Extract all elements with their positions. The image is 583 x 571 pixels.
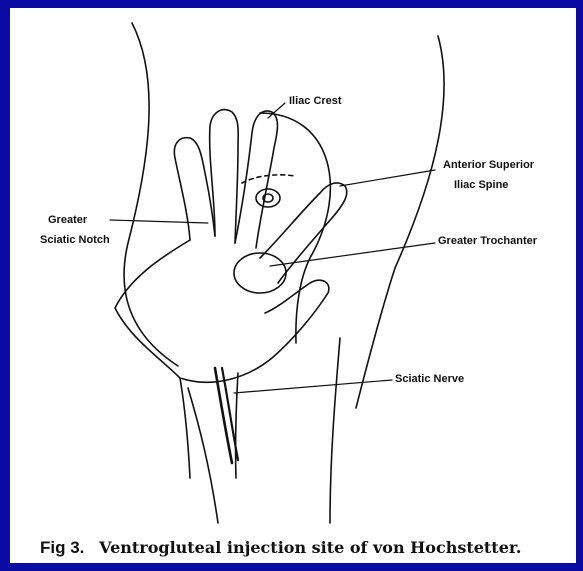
figure-caption: Fig 3. Ventrogluteal injection site of v… xyxy=(40,538,521,558)
label-asis-line1: Anterior Superior xyxy=(443,158,534,172)
hip-curve xyxy=(260,113,330,343)
label-sciatic-nerve: Sciatic Nerve xyxy=(395,372,464,386)
thigh-back xyxy=(330,338,340,523)
label-sciatic-notch-line1: Greater xyxy=(48,213,87,227)
greater-trochanter-shape xyxy=(234,253,286,293)
leader-asis xyxy=(340,170,435,186)
leader-sciatic-nerve xyxy=(234,380,392,393)
wrist xyxy=(180,378,190,478)
asis-knob xyxy=(256,189,280,207)
back-outline xyxy=(356,36,444,408)
caption-text: Ventrogluteal injection site of von Hoch… xyxy=(99,538,521,557)
label-iliac-crest: Iliac Crest xyxy=(289,94,342,108)
label-greater-trochanter: Greater Trochanter xyxy=(438,234,537,248)
hand-ring-finger xyxy=(174,138,215,240)
leader-trochanter xyxy=(270,243,435,266)
wrist-inner xyxy=(236,373,238,478)
label-asis-line2: Iliac Spine xyxy=(454,178,508,192)
torso-outline xyxy=(124,23,178,366)
leader-sciatic-notch xyxy=(110,220,208,223)
figure-panel: Iliac Crest Anterior Superior Iliac Spin… xyxy=(10,8,576,563)
thigh-front xyxy=(188,388,218,523)
ventrogluteal-illustration xyxy=(10,8,576,528)
hand-index-finger xyxy=(235,111,278,248)
label-sciatic-notch-line2: Sciatic Notch xyxy=(40,233,110,247)
caption-number: Fig 3. xyxy=(40,538,84,557)
